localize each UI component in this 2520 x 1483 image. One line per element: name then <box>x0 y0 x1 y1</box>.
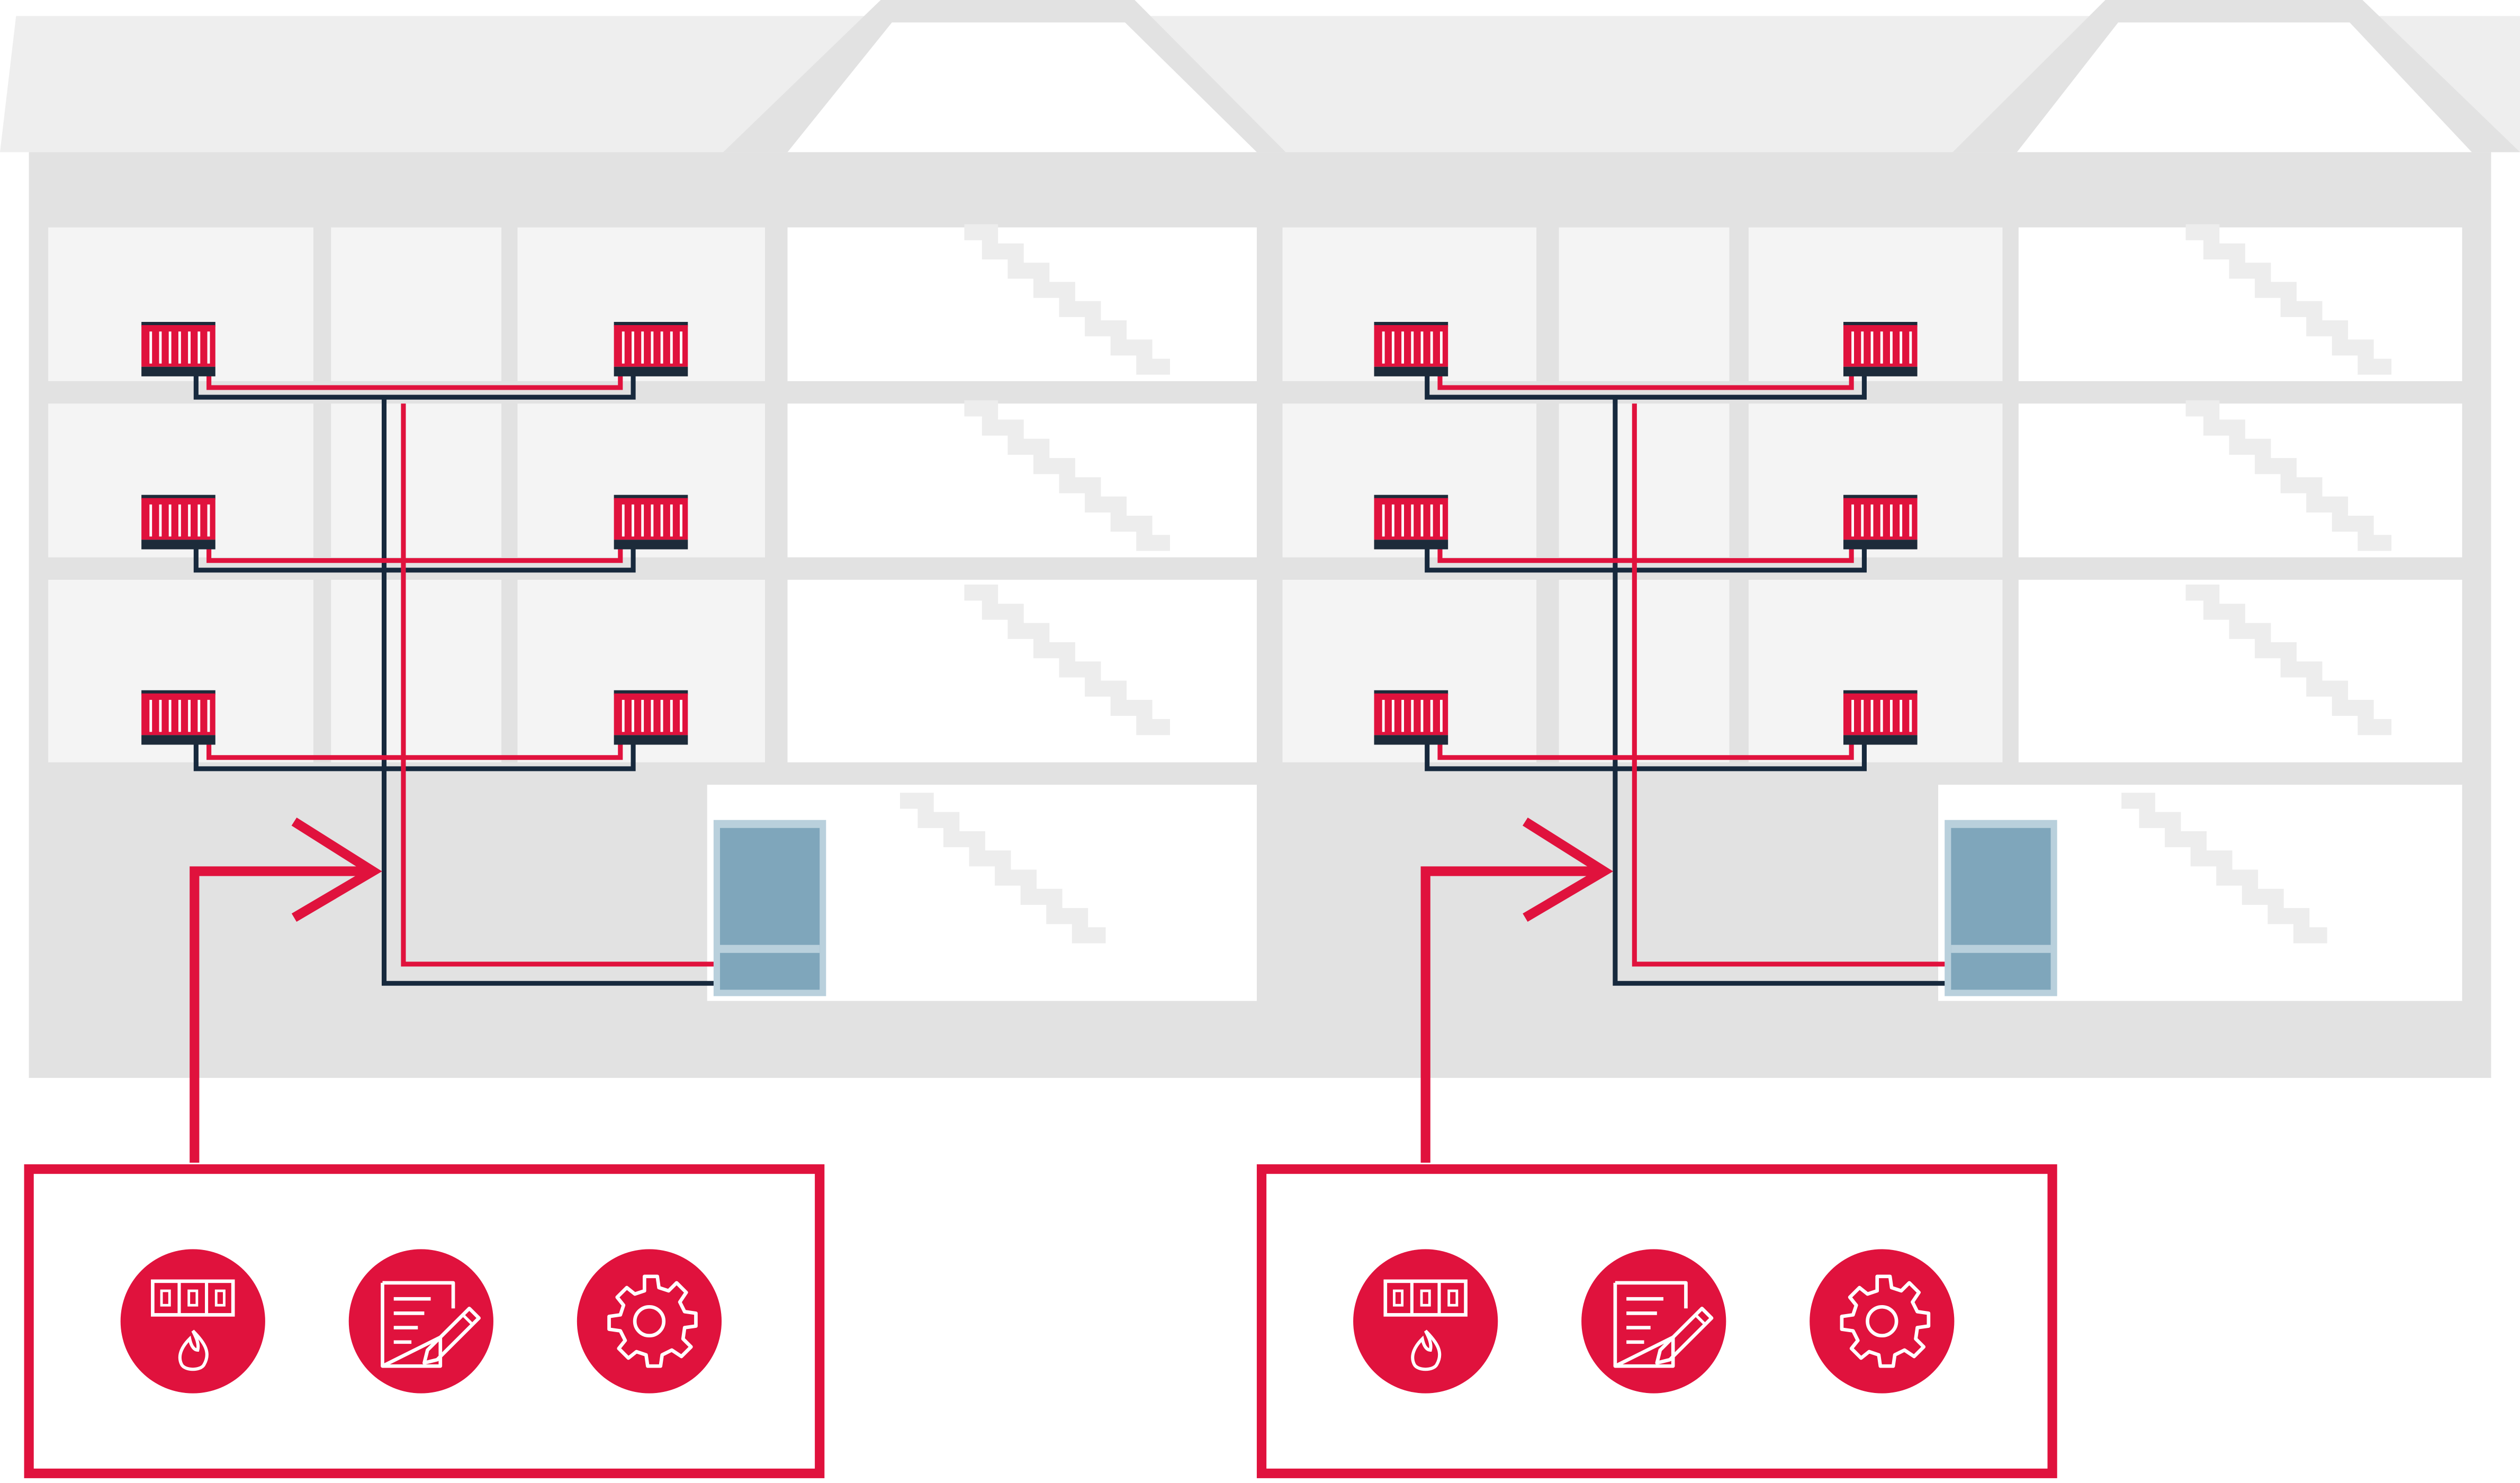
gear-icon <box>1810 1249 1954 1393</box>
radiator <box>141 690 215 745</box>
heat-generator-right <box>1945 820 2057 996</box>
panel-left <box>24 1164 825 1478</box>
meter-flame-icon <box>121 1249 265 1393</box>
panel-right <box>1256 1164 2057 1478</box>
radiator <box>1843 690 1918 745</box>
radiator <box>141 495 215 550</box>
meter-flame-icon <box>1353 1249 1498 1393</box>
pipes-left <box>193 374 717 986</box>
basement-right <box>1282 785 1935 1001</box>
radiator <box>614 690 688 745</box>
gear-icon <box>577 1249 722 1393</box>
radiator <box>1843 495 1918 550</box>
building-left-rooms <box>48 227 765 762</box>
arrow-left <box>190 817 382 1163</box>
radiator <box>141 321 215 376</box>
radiator <box>1374 690 1448 745</box>
radiator <box>1374 495 1448 550</box>
radiator <box>1374 321 1448 376</box>
heat-generator-left <box>713 820 826 996</box>
basement-left <box>48 785 704 1001</box>
radiator <box>614 321 688 376</box>
radiator <box>1843 321 1918 376</box>
document-edit-icon <box>349 1249 493 1393</box>
pipes-right <box>1425 374 1948 986</box>
document-edit-icon <box>1581 1249 1726 1393</box>
arrow-right <box>1420 817 1614 1163</box>
radiator <box>614 495 688 550</box>
